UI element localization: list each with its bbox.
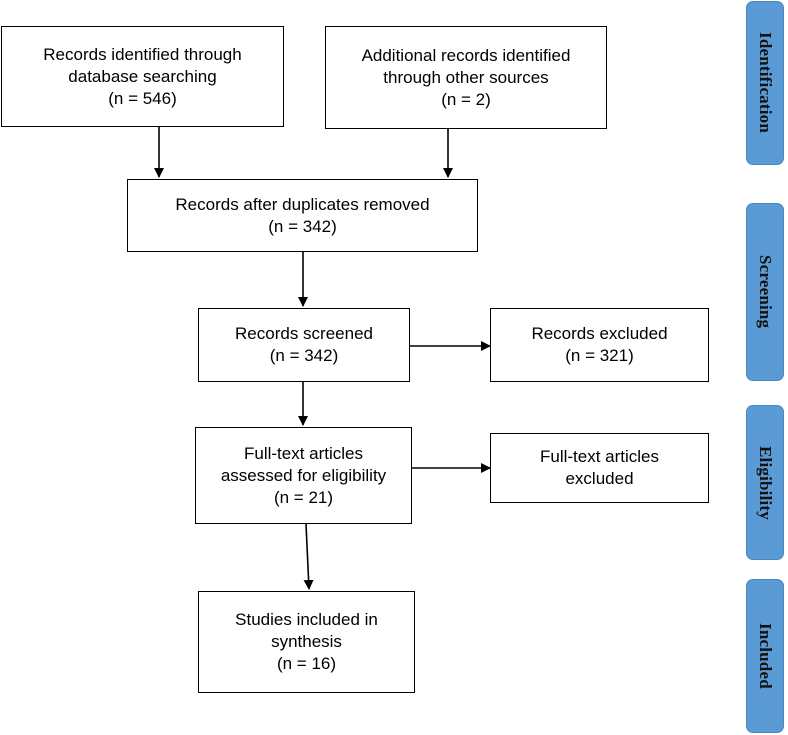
box-line: Records after duplicates removed [175,194,430,214]
box-line: Records excluded [531,324,668,343]
box-line: database searching [68,66,217,86]
stage-eligibility: Eligibility [746,405,784,560]
box-records-excluded: Records excluded (n = 321) [490,308,709,382]
box-count: (n = 321) [565,346,634,365]
stage-label: Eligibility [756,445,775,520]
stage-screening: Screening [746,203,784,381]
box-line: synthesis [271,632,342,651]
box-records-screened: Records screened (n = 342) [198,308,410,382]
box-records-identified-database: Records identified through database sear… [1,26,284,127]
box-line: excluded [565,469,634,488]
box-line: Studies included in [235,610,378,629]
stage-label: Identification [756,32,775,134]
box-line: Records identified through [43,44,242,64]
stage-label: Included [756,623,775,689]
arrow-fulltext-to-included [303,523,314,590]
stage-label: Screening [756,255,775,329]
box-line: Additional records identified [361,45,571,65]
box-count: (n = 342) [268,216,337,236]
box-count: (n = 342) [269,346,339,365]
box-line: assessed for eligibility [220,465,387,485]
box-line: Full-text articles [539,447,660,466]
box-line: Records screened [235,324,373,343]
box-studies-included: Studies included in synthesis (n = 16) [198,591,415,693]
stage-identification: Identification [746,1,784,165]
box-line: Full-text articles [243,443,364,463]
box-records-identified-other: Additional records identified through ot… [325,26,607,129]
box-count: (n = 2) [441,89,491,109]
box-fulltext-assessed: Full-text articles assessed for eligibil… [195,427,412,524]
box-count: (n = 546) [108,88,177,108]
box-records-after-duplicates: Records after duplicates removed (n = 34… [127,179,478,252]
box-count: (n = 21) [273,487,334,507]
stage-included: Included [746,579,784,733]
box-line: through other sources [383,67,549,87]
box-count: (n = 16) [276,654,337,673]
box-fulltext-excluded: Full-text articles excluded [490,433,709,503]
